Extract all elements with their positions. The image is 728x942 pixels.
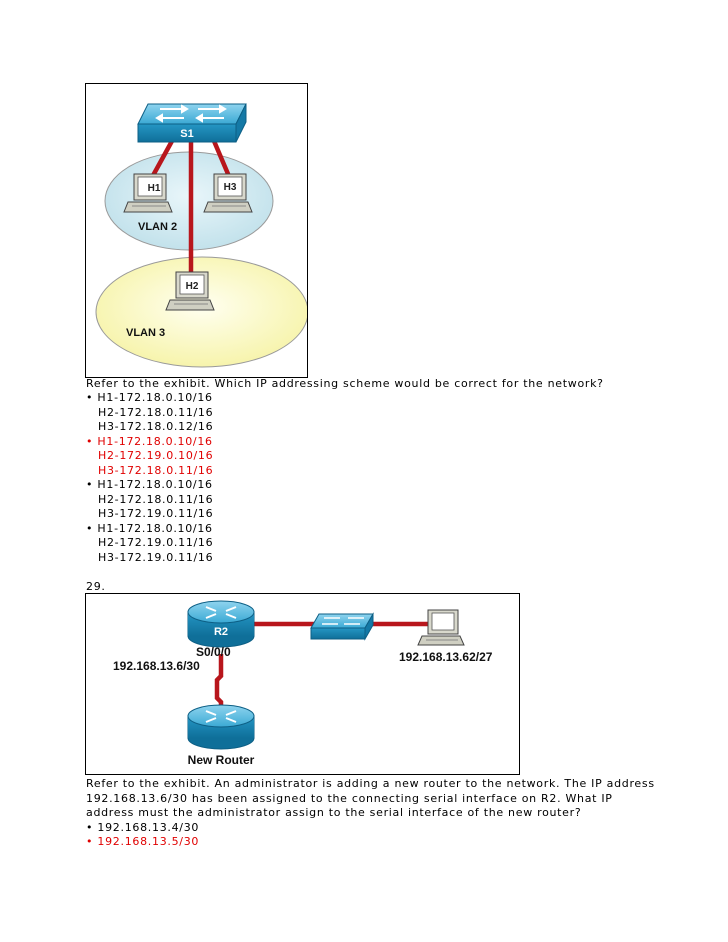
q28-option-c-line2: H2-172.18.0.11/16 [98, 492, 214, 506]
router-r2-icon [187, 600, 255, 648]
switch-icon [310, 612, 374, 641]
q28-option-c-line3: H3-172.19.0.11/16 [98, 507, 214, 520]
host-h2-icon [165, 271, 215, 311]
new-router-label: New Router [188, 753, 255, 767]
bullet: • [86, 434, 94, 448]
router-r2-label: R2 [214, 626, 228, 638]
q28-option-c-line1: • H1-172.18.0.10/16 [86, 478, 213, 491]
q28-option-a-line1: • H1-172.18.0.10/16 [86, 391, 213, 404]
serial-link [214, 654, 224, 712]
q28-option-b-line3: H3-172.18.0.11/16 [98, 463, 214, 477]
question-29-text-line1: Refer to the exhibit. An administrator i… [86, 777, 655, 790]
vlan3-area [95, 256, 307, 368]
q29-option-a: • 192.168.13.4/30 [86, 820, 200, 834]
bullet: • [86, 478, 94, 491]
host-h3-label: H3 [224, 182, 237, 193]
bullet: • [86, 391, 94, 404]
vlan3-label: VLAN 3 [126, 327, 165, 339]
vlan2-label: VLAN 2 [138, 221, 177, 233]
exhibit-vlan-diagram: S1 H1 H3 H2 VLAN 2 VLAN 3 [85, 83, 308, 378]
r2-ip-label: 192.168.13.6/30 [113, 659, 200, 673]
q28-option-b-line2: H2-172.19.0.10/16 [98, 449, 214, 462]
q28-option-b-line1: • H1-172.18.0.10/16 [86, 434, 213, 448]
pc-icon [417, 609, 465, 646]
vlan-diagram-svg: S1 H1 H3 H2 VLAN 2 VLAN 3 [95, 103, 307, 368]
q28-option-a-line3: H3-172.18.0.12/16 [98, 420, 214, 433]
question-29-text-line2: 192.168.13.6/30 has been assigned to the… [86, 791, 613, 805]
q28-option-d-line2: H2-172.19.0.11/16 [98, 536, 214, 549]
host-h3-icon [203, 173, 253, 213]
router-diagram-svg: R2 S0/ [113, 600, 493, 767]
exhibit-router-diagram: R2 S0/ [85, 593, 520, 775]
question-29-text-line3: address must the administrator assign to… [86, 806, 582, 819]
interface-label: S0/0/0 [196, 645, 231, 659]
new-router-icon [187, 704, 255, 750]
host-h1-icon [123, 173, 173, 213]
question-28-text: Refer to the exhibit. Which IP addressin… [86, 377, 604, 390]
bullet: • [86, 835, 94, 848]
q29-option-b: • 192.168.13.5/30 [86, 835, 200, 848]
question-29-number: 29. [86, 580, 106, 593]
q28-option-d-line1: • H1-172.18.0.10/16 [86, 521, 213, 535]
pc-ip-label: 192.168.13.62/27 [399, 650, 493, 664]
bullet: • [86, 820, 94, 834]
q28-option-a-line2: H2-172.18.0.11/16 [98, 405, 214, 419]
bullet: • [86, 521, 94, 535]
host-h1-label: H1 [148, 183, 161, 194]
host-h2-label: H2 [186, 281, 199, 292]
switch-s1-label: S1 [180, 128, 193, 140]
switch-s1-icon [137, 103, 247, 143]
q28-option-d-line3: H3-172.19.0.11/16 [98, 550, 214, 564]
